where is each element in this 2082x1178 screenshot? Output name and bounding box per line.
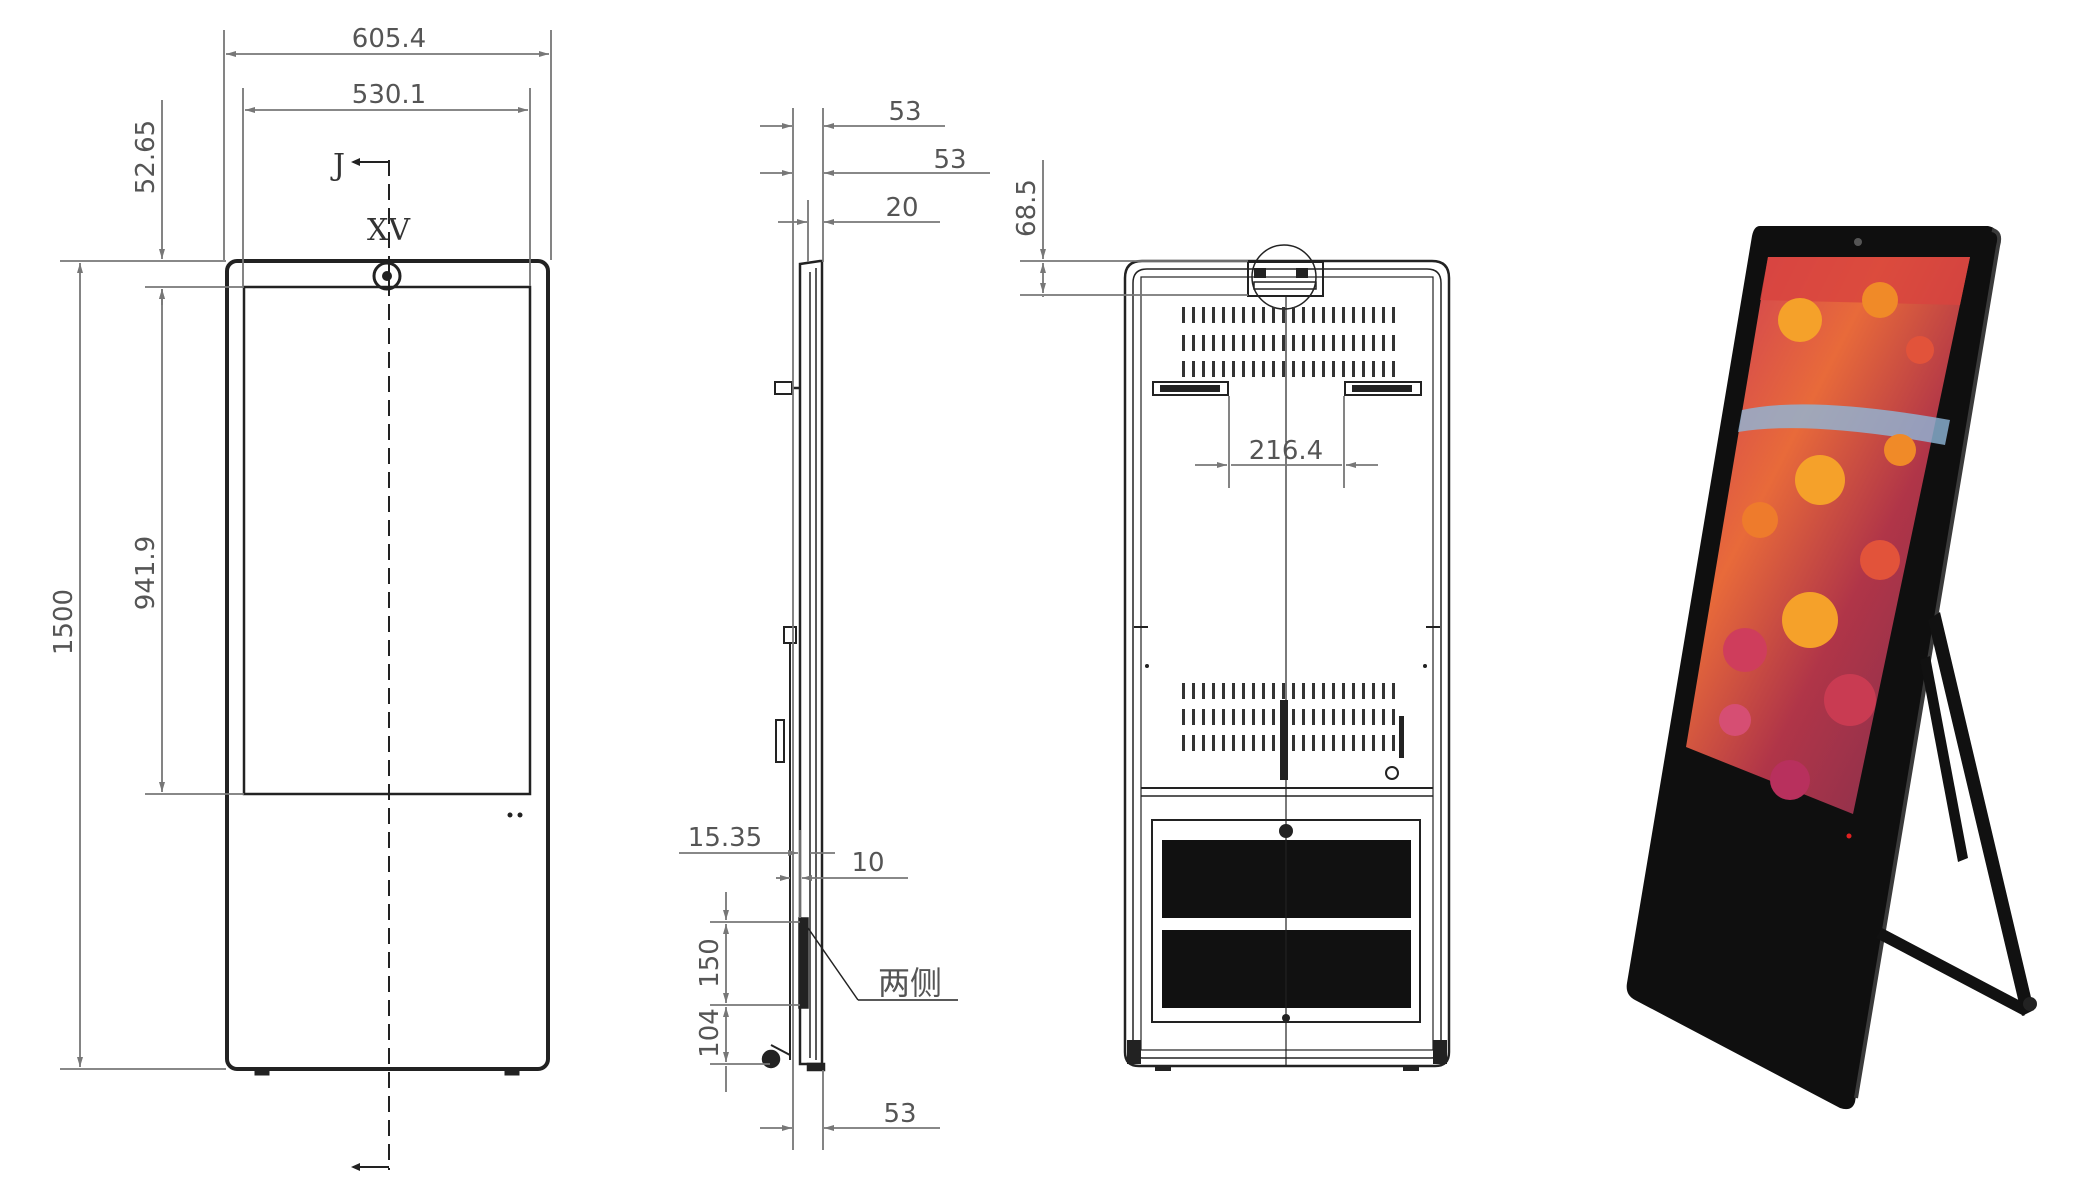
front-foot-right <box>504 1068 520 1076</box>
dim-bottom-depth: 53 <box>883 1099 916 1129</box>
side-dimensions <box>679 108 990 1150</box>
dim-top-depth-2: 53 <box>933 145 966 175</box>
camera-icon <box>372 261 402 291</box>
dim-bracket-thickness: 10 <box>851 848 884 878</box>
mount-bracket-right <box>1344 381 1422 396</box>
dim-bracket-offset: 15.35 <box>688 823 762 853</box>
dim-screen-height: 941.9 <box>131 536 161 610</box>
rear-handle-center <box>1280 700 1288 780</box>
dim-top-depth-1: 53 <box>888 97 921 127</box>
power-port-icon <box>1385 766 1399 780</box>
stand-leg-outer <box>1928 612 2034 1016</box>
vent-row <box>1176 335 1400 351</box>
front-foot-left <box>254 1068 270 1076</box>
rear-foot-right <box>1403 1066 1419 1071</box>
dim-top-margin: 52.65 <box>131 120 161 194</box>
stand-foot-icon <box>2023 997 2037 1011</box>
front-view <box>225 158 550 1171</box>
rear-foot-left <box>1155 1066 1171 1071</box>
side-foot <box>806 1062 826 1072</box>
stand-leg-inner <box>1920 656 1968 862</box>
section-letter: J <box>330 148 345 183</box>
mount-bracket-left <box>1152 381 1229 396</box>
indicator-dot <box>507 812 513 818</box>
both-sides-note: 两侧 <box>878 964 942 1002</box>
vent-row <box>1176 307 1400 323</box>
rear-camera-bracket <box>1247 261 1324 297</box>
detail-mark: XV <box>367 213 411 248</box>
dim-rear-top-offset: 68.5 <box>1012 179 1042 237</box>
vent-row <box>1176 683 1400 699</box>
dim-overall-height: 1500 <box>49 589 79 655</box>
side-hinge <box>775 719 785 763</box>
side-bracket-top <box>774 381 793 395</box>
front-outer-frame <box>225 259 550 1071</box>
rear-view <box>1123 244 1451 1071</box>
dim-handle-bottom-offset: 104 <box>695 1008 725 1058</box>
dim-panel-thickness: 20 <box>885 193 918 223</box>
rear-handle-right <box>1399 716 1404 758</box>
rear-dimensions <box>1020 160 1378 488</box>
device-screen <box>1686 257 1970 814</box>
side-wheel <box>761 1049 781 1069</box>
device-led-icon <box>1846 833 1852 839</box>
device-camera-icon <box>1854 238 1862 246</box>
side-handle <box>798 917 809 1009</box>
dim-overall-width: 605.4 <box>352 24 426 54</box>
stand-crossbar <box>1876 928 2030 1016</box>
dim-handle-length: 150 <box>695 938 725 988</box>
indicator-dot <box>517 812 523 818</box>
side-bracket-mid <box>783 626 797 644</box>
dim-screen-width: 530.1 <box>352 80 426 110</box>
dim-bracket-spacing: 216.4 <box>1249 436 1323 466</box>
vent-row <box>1176 361 1400 377</box>
side-view <box>761 259 958 1072</box>
product-photo <box>1626 226 2037 1110</box>
front-screen-area <box>242 285 532 796</box>
front-dimensions <box>60 30 552 1070</box>
